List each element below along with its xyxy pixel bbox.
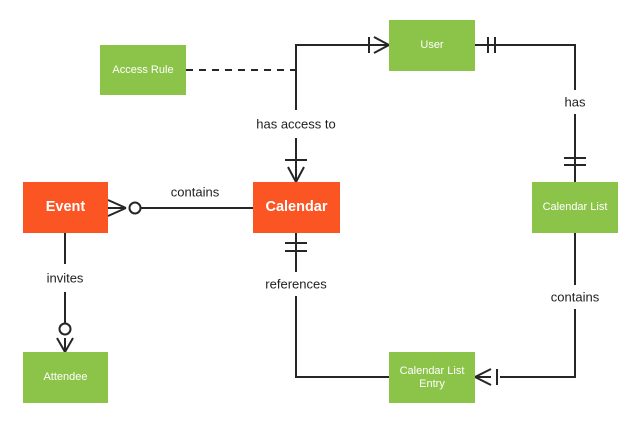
cardinality-attendee-zero-or-many	[56, 322, 74, 353]
cardinality-calendar-list-one-and-only-one	[564, 157, 586, 166]
entity-calendar-list[interactable]: Calendar List	[532, 182, 618, 233]
cardinality-event-zero-or-many	[107, 199, 142, 217]
line-calendar-references-entry-lower	[295, 296, 389, 378]
relationship-label-contains-event-calendar: contains	[167, 184, 223, 200]
entity-event[interactable]: Event	[23, 182, 108, 233]
entity-access-rule[interactable]: Access Rule	[100, 45, 186, 95]
line-calendar-list-contains-entry-lower	[500, 309, 576, 378]
cardinality-calendar-one-or-many	[285, 159, 307, 183]
relationship-label-contains-calendar-list: contains	[547, 289, 603, 305]
cardinality-user-one-and-only-one	[487, 37, 496, 53]
relationship-label-has: has	[561, 94, 589, 110]
cardinality-calendar-list-entry-one-or-many	[474, 368, 498, 386]
entity-calendar[interactable]: Calendar	[253, 182, 340, 233]
relationship-label-references: references	[262, 276, 330, 292]
line-user-has-access-to-calendar	[295, 44, 389, 110]
entity-attendee[interactable]: Attendee	[23, 352, 108, 403]
entity-calendar-list-entry[interactable]: Calendar List Entry	[389, 352, 475, 403]
relationship-label-invites: invites	[43, 270, 87, 286]
entity-user[interactable]: User	[389, 20, 475, 71]
cardinality-calendar-one-and-only-one	[285, 242, 307, 252]
cardinality-user-one-or-many	[368, 36, 390, 54]
line-user-has-calendar-list	[475, 44, 576, 90]
relationship-label-has-access-to: has access to	[253, 116, 339, 132]
